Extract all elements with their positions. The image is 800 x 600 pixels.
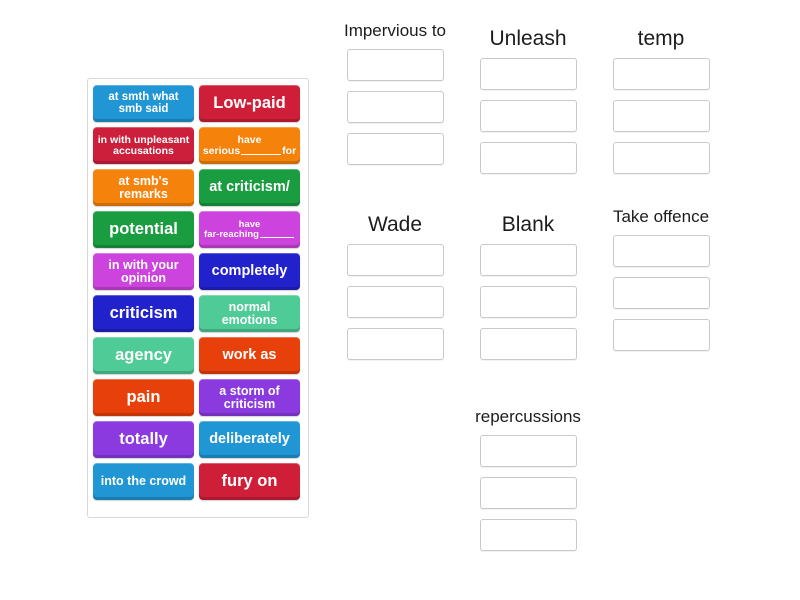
word-tile[interactable]: fury on [199, 463, 300, 500]
word-tile[interactable]: at smth what smb said [93, 85, 194, 122]
category-title: temp [637, 27, 685, 50]
word-tile[interactable]: Low-paid [199, 85, 300, 122]
word-tile[interactable]: deliberately [199, 421, 300, 458]
word-tile-label: agency [115, 345, 172, 364]
word-tile-label: a storm of criticism [219, 383, 280, 411]
word-tile[interactable]: potential [93, 211, 194, 248]
category-column: Impervious to [330, 21, 460, 165]
word-tile[interactable]: criticism [93, 295, 194, 332]
word-tiles-tray: at smth what smb said Low-paid in with unp… [87, 78, 309, 518]
drop-slot[interactable] [346, 90, 444, 123]
category-title: Blank [501, 213, 555, 236]
word-tile-label: completely [211, 262, 288, 279]
word-tile-label: at smb's remarks [118, 173, 169, 201]
category-column: Take offence [596, 207, 726, 351]
drop-slot[interactable] [346, 286, 444, 319]
category-title: Impervious to [343, 21, 447, 40]
category-column: repercussions [463, 407, 593, 551]
word-tile[interactable]: into the crowd [93, 463, 194, 500]
drop-slot[interactable] [346, 244, 444, 277]
drop-slot[interactable] [346, 132, 444, 165]
word-tile[interactable]: agency [93, 337, 194, 374]
word-tile-label: work as [222, 346, 277, 363]
word-tile[interactable]: a storm of criticism [199, 379, 300, 416]
word-tile-label: deliberately [209, 430, 290, 447]
word-tile-label: at criticism/ [209, 178, 290, 195]
category-title: repercussions [475, 407, 581, 426]
word-tile-label: in with your opinion [108, 257, 179, 285]
drop-slot[interactable] [612, 234, 710, 267]
word-tile-label: into the crowd [100, 474, 187, 488]
drop-slot[interactable] [612, 58, 710, 91]
category-title: Unleash [489, 27, 567, 50]
category-column: Blank [463, 213, 593, 361]
category-column: Wade [330, 213, 460, 361]
category-title: Take offence [612, 207, 710, 226]
category-column: Unleash [463, 27, 593, 175]
drop-slot[interactable] [346, 48, 444, 81]
drop-slot[interactable] [479, 518, 577, 551]
word-tile-label: normal emotions [221, 299, 278, 327]
word-tile[interactable]: at smb's remarks [93, 169, 194, 206]
drop-slot[interactable] [612, 100, 710, 133]
drop-slot[interactable] [479, 142, 577, 175]
word-tile-label: potential [109, 219, 178, 238]
word-tile-label: pain [126, 387, 161, 406]
drop-slot[interactable] [479, 434, 577, 467]
drop-slot[interactable] [479, 100, 577, 133]
word-tile[interactable]: completely [199, 253, 300, 290]
word-tile[interactable]: at criticism/ [199, 169, 300, 206]
tile-grid: at smth what smb said Low-paid in with unp… [93, 85, 303, 500]
word-tile-label: Low-paid [213, 93, 286, 112]
blank-line [259, 236, 294, 238]
word-tile[interactable]: normal emotions [199, 295, 300, 332]
drop-slot[interactable] [479, 286, 577, 319]
word-tile[interactable]: work as [199, 337, 300, 374]
word-tile-label: totally [119, 429, 168, 448]
word-tile-label: criticism [109, 303, 178, 322]
drop-slot[interactable] [346, 328, 444, 361]
word-tile-label: fury on [221, 471, 278, 490]
drop-slot[interactable] [612, 318, 710, 351]
word-tile[interactable]: totally [93, 421, 194, 458]
word-tile[interactable]: in with your opinion [93, 253, 194, 290]
word-tile-label: in with unpleasant accusations [97, 133, 190, 157]
drop-slot[interactable] [479, 58, 577, 91]
blank-line [241, 153, 282, 155]
drop-slot[interactable] [612, 142, 710, 175]
category-title: Wade [367, 213, 423, 236]
word-tile-label: at smth what smb said [108, 90, 179, 115]
word-tile[interactable]: pain [93, 379, 194, 416]
drop-slot[interactable] [479, 476, 577, 509]
drop-slot[interactable] [479, 328, 577, 361]
category-column: temp [596, 27, 726, 175]
drop-slot[interactable] [479, 244, 577, 277]
word-tile[interactable]: in with unpleasant accusations [93, 127, 194, 164]
drop-slot[interactable] [612, 276, 710, 309]
